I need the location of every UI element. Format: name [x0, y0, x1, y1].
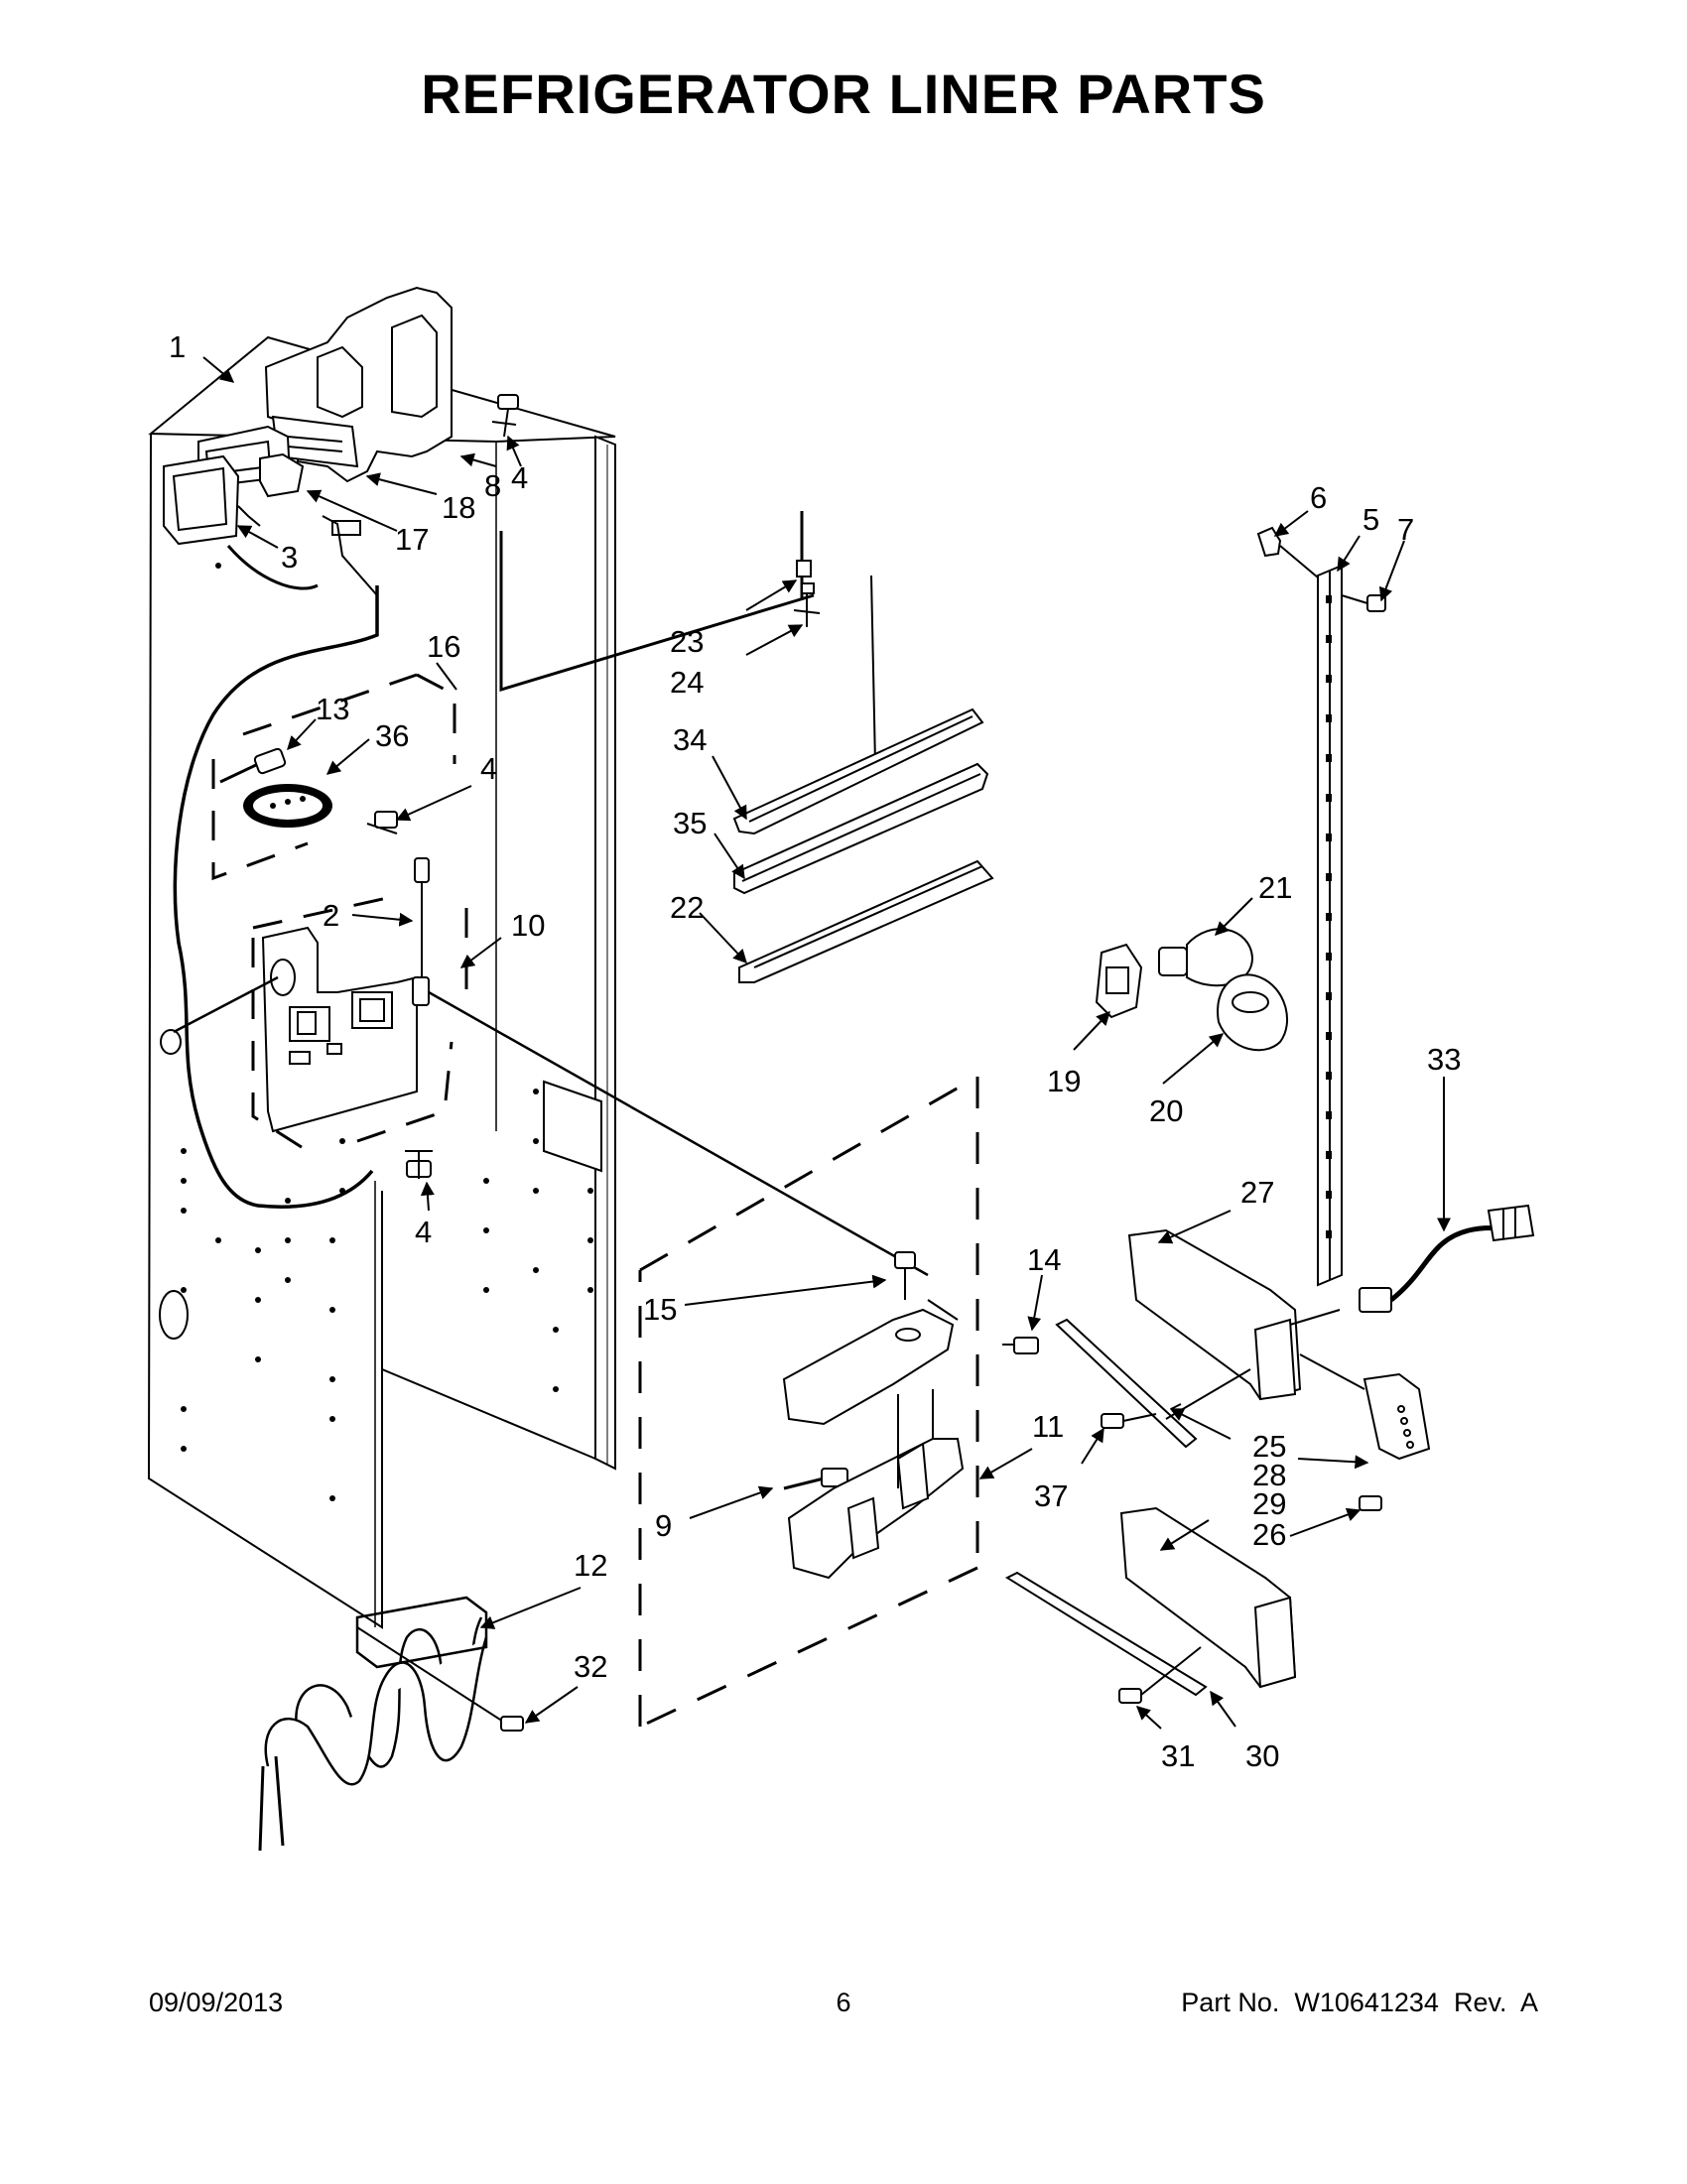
screw-32: [500, 1716, 524, 1732]
callout-26: 26: [1252, 1517, 1286, 1552]
control-bracket-16: [211, 673, 456, 881]
callout-numbers: 1 8 4 18 17 3 16 13 36 4 2 10 4 6 5 7 23…: [169, 329, 1461, 1773]
rail-slots: [1326, 595, 1332, 1238]
callout-6: 6: [1310, 480, 1327, 515]
callout-10: 10: [511, 908, 545, 943]
footer-page-number: 6: [836, 1988, 851, 2017]
pad-guide-line: [1299, 1353, 1365, 1390]
damper-connector: [412, 857, 430, 1006]
rail-34: [732, 707, 984, 835]
dashed-box-11: [638, 1075, 979, 1729]
page-title: REFRIGERATOR LINER PARTS: [421, 63, 1266, 125]
screw-15: [894, 1251, 916, 1300]
screw-37: [1101, 1413, 1157, 1429]
callout-3: 3: [281, 540, 298, 575]
callout-18: 18: [442, 490, 475, 525]
crisper-guide-line: [1165, 1368, 1251, 1420]
leader-lines: [202, 356, 1451, 1730]
slide-rail-30: [1004, 1571, 1208, 1697]
light-housing-3: [163, 454, 361, 546]
cover-plate: [782, 1299, 959, 1426]
light-bulb-21: [1158, 928, 1254, 987]
shelf-rails: [732, 707, 994, 983]
crisper-cover-29: [1119, 1506, 1297, 1689]
callout-30: 30: [1245, 1738, 1279, 1773]
guide-line-2: [173, 975, 279, 1034]
callout-29: 29: [1252, 1486, 1286, 1521]
callout-22: 22: [670, 890, 704, 925]
callout-36: 36: [375, 718, 409, 753]
callout-27: 27: [1240, 1175, 1274, 1210]
callout-16: 16: [427, 629, 460, 664]
callout-21: 21: [1258, 870, 1292, 905]
callout-14: 14: [1027, 1242, 1061, 1277]
thermistor-13: [219, 747, 287, 784]
callout-17: 17: [395, 522, 429, 557]
light-socket-19: [1095, 943, 1143, 1019]
wiring-harness: [173, 515, 379, 1209]
callout-23: 23: [670, 624, 704, 659]
pad-wire: [1289, 1309, 1341, 1326]
callout-4-bottom: 4: [415, 1215, 432, 1249]
callout-11: 11: [1032, 1409, 1064, 1444]
callout-4: 4: [511, 460, 528, 495]
control-panel-36: [243, 784, 332, 828]
footer-date: 09/09/2013: [149, 1988, 284, 2017]
screw-26: [1359, 1495, 1382, 1511]
lead-wire-9: [428, 990, 929, 1277]
callout-20: 20: [1149, 1093, 1183, 1128]
screw-31: [1118, 1646, 1202, 1704]
control-pad-25: [1363, 1372, 1431, 1461]
callout-31: 31: [1161, 1738, 1195, 1773]
slide-rail-28: [1055, 1318, 1198, 1449]
liner-holes: [181, 563, 593, 1501]
rail-22: [738, 859, 994, 983]
callout-19: 19: [1047, 1064, 1081, 1098]
liner-grommet: [160, 1029, 182, 1055]
rail-cap-6: [1256, 526, 1319, 578]
callout-28: 28: [1252, 1458, 1286, 1492]
callout-33: 33: [1427, 1042, 1461, 1077]
callout-13: 13: [316, 692, 349, 726]
wire-harness-33: [1359, 1204, 1535, 1313]
callout-5: 5: [1363, 502, 1379, 537]
screw-4-bottom: [405, 1150, 433, 1179]
liner-drain-hole: [159, 1290, 189, 1340]
damper-tray: [787, 1389, 965, 1580]
screw-4-top: [491, 394, 519, 438]
callout-37: 37: [1034, 1478, 1068, 1513]
defrost-heater-12: [258, 1596, 512, 1852]
callout-35: 35: [673, 806, 707, 840]
callout-24: 24: [670, 665, 704, 700]
callout-32: 32: [574, 1649, 607, 1684]
callout-8: 8: [484, 468, 501, 503]
callout-1: 1: [169, 329, 186, 364]
callout-12: 12: [574, 1548, 607, 1583]
footer-part-number: Part No. W10641234 Rev. A: [1181, 1988, 1538, 2017]
screw-14: [1002, 1337, 1039, 1354]
damper-control-10: [251, 896, 468, 1153]
callout-2: 2: [323, 898, 339, 933]
callout-4-middle: 4: [480, 751, 497, 786]
callout-9: 9: [655, 1508, 672, 1543]
callout-7: 7: [1397, 512, 1414, 547]
callout-15: 15: [643, 1292, 677, 1327]
connector-9: [783, 1468, 848, 1490]
rail-23-clip: [793, 560, 821, 627]
damper-housing-2: [261, 926, 418, 1133]
rail-screw-7: [1341, 594, 1386, 612]
crisper-cover-27: [1127, 1228, 1302, 1401]
callout-34: 34: [673, 722, 707, 757]
light-shield-20: [1217, 973, 1289, 1052]
upright-rail-5: [1317, 564, 1343, 1287]
screw-4-middle: [366, 811, 398, 835]
callout-25: 25: [1252, 1429, 1286, 1464]
liner-label-plate: [543, 1080, 602, 1173]
